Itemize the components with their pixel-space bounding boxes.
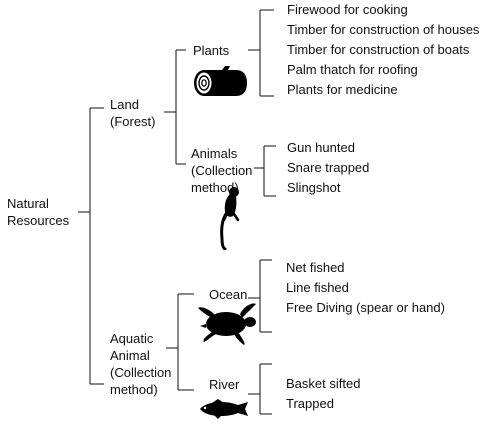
list-item: Snare trapped: [287, 160, 370, 175]
land-label-line: (Forest): [110, 114, 156, 129]
ocean-connector: [248, 259, 272, 333]
aquatic-connector: [166, 293, 194, 391]
plants-label: Plants: [193, 42, 229, 59]
plants-connector: [248, 9, 274, 97]
aquatic-label-line: (Collection: [110, 365, 172, 380]
list-item: Slingshot: [287, 180, 341, 195]
river-label: River: [209, 376, 239, 393]
list-item: Firewood for cooking: [287, 2, 408, 17]
plants-label-text: Plants: [193, 43, 230, 58]
aquatic-label-line: Aquatic: [110, 331, 154, 346]
river-label-text: River: [209, 377, 240, 392]
ocean-label: Ocean: [209, 286, 247, 303]
list-item: Palm thatch for roofing: [287, 62, 418, 77]
log-icon: [194, 66, 247, 96]
land-label-line: Land: [110, 97, 139, 112]
monkey-icon: [220, 187, 240, 250]
sea-turtle-icon: [198, 303, 256, 345]
root-label-line: Natural: [7, 196, 49, 211]
list-item: Timber for construction of houses: [287, 22, 480, 37]
aquatic-label: Aquatic Animal (Collection method): [110, 330, 171, 398]
list-item: Free Diving (spear or hand): [286, 300, 445, 315]
list-item: Line fished: [286, 280, 349, 295]
list-item: Basket sifted: [286, 376, 361, 391]
land-connector: [164, 49, 186, 165]
root-label-line: Resources: [7, 213, 70, 228]
list-item: Timber for construction of boats: [287, 42, 470, 57]
list-item: Gun hunted: [287, 140, 355, 155]
animals-label-line: Animals: [191, 146, 238, 161]
root-connector: [78, 107, 104, 385]
land-label: Land (Forest): [110, 96, 156, 130]
river-connector: [248, 363, 272, 415]
list-item: Trapped: [286, 396, 334, 411]
ocean-methods-list: Net fished Line fished Free Diving (spea…: [286, 258, 445, 318]
animals-label: Animals (Collection method): [191, 145, 252, 196]
list-item: Net fished: [286, 260, 345, 275]
animals-label-line: method): [191, 180, 239, 195]
river-methods-list: Basket sifted Trapped: [286, 374, 360, 414]
plants-uses-list: Firewood for cooking Timber for construc…: [287, 0, 479, 100]
fish-icon: [200, 399, 248, 419]
aquatic-label-line: Animal: [110, 348, 150, 363]
animals-label-line: (Collection: [191, 163, 253, 178]
list-item: Plants for medicine: [287, 82, 398, 97]
root-label: Natural Resources: [7, 195, 69, 229]
animals-connector: [254, 145, 276, 197]
animals-methods-list: Gun hunted Snare trapped Slingshot: [287, 138, 369, 198]
aquatic-label-line: method): [110, 382, 158, 397]
ocean-label-text: Ocean: [209, 287, 248, 302]
